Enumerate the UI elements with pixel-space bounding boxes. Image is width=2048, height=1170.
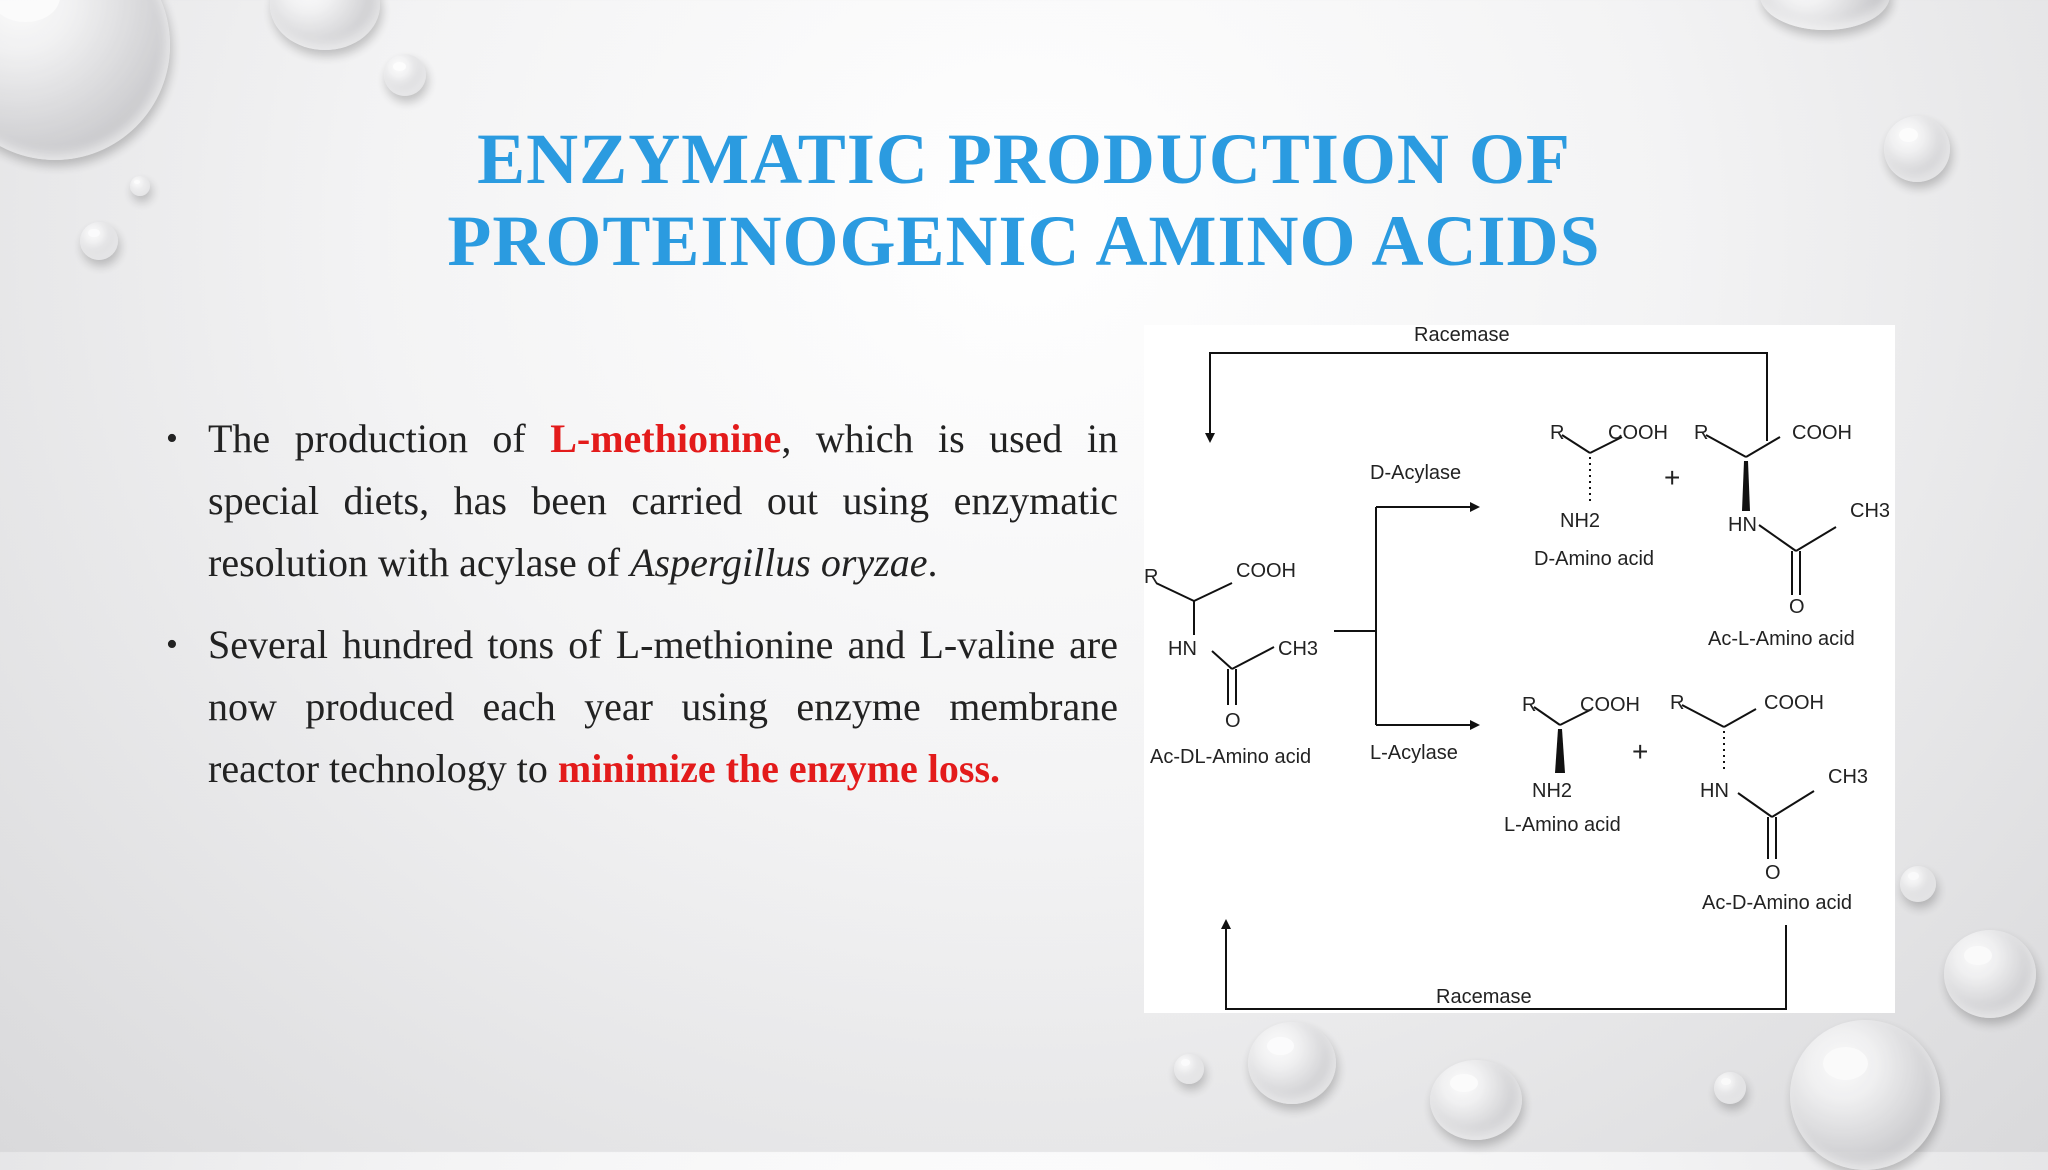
substrate-r: R xyxy=(1144,566,1158,588)
water-drop-decoration xyxy=(1944,930,2036,1018)
ac-d-o: O xyxy=(1765,862,1781,884)
substrate-hn: HN xyxy=(1168,638,1197,660)
highlight-enzyme-loss: minimize the enzyme loss. xyxy=(557,746,1001,791)
water-drop-decoration xyxy=(130,176,150,196)
racemase-bottom-arrow xyxy=(1221,919,1787,1010)
bullet-1-text: The production of xyxy=(208,416,551,461)
reaction-scheme-svg: Racemase Racemase D-Acylase L-Acylase R … xyxy=(1144,325,1890,1010)
ac-d-cooh: COOH xyxy=(1764,692,1824,714)
racemase-top-arrow xyxy=(1205,352,1768,443)
l-aa-cooh: COOH xyxy=(1580,694,1640,716)
title-line-2: PROTEINOGENIC AMINO ACIDS xyxy=(447,201,1601,281)
water-drop-decoration xyxy=(1714,1072,1746,1104)
l-aa-r: R xyxy=(1522,694,1536,716)
racemase-bottom-label: Racemase xyxy=(1436,986,1532,1008)
water-drop-decoration xyxy=(1884,116,1950,182)
ac-l-o: O xyxy=(1789,596,1805,618)
water-drop-decoration xyxy=(1760,0,1890,30)
water-drop-decoration xyxy=(1900,866,1936,902)
bullet-item-2: • Several hundred tons of L-methionine a… xyxy=(160,614,1118,800)
water-drop-decoration xyxy=(1174,1054,1204,1084)
racemase-top-label: Racemase xyxy=(1414,325,1510,346)
bullet-item-1: • The production of L-methionine, which … xyxy=(160,408,1118,594)
ac-d-r: R xyxy=(1670,692,1684,714)
ac-l-r: R xyxy=(1694,422,1708,444)
ac-d-amino-acid-label: Ac-D-Amino acid xyxy=(1702,892,1852,914)
ac-l-hn: HN xyxy=(1728,514,1757,536)
water-drop-decoration xyxy=(270,0,380,50)
bullet-1-end: . xyxy=(927,540,938,585)
d-aa-r: R xyxy=(1550,422,1564,444)
highlight-l-methionine: L-methionine xyxy=(550,416,782,461)
plus-sign-bottom: + xyxy=(1632,736,1648,767)
substrate-o: O xyxy=(1225,710,1241,732)
d-aa-cooh: COOH xyxy=(1608,422,1668,444)
bullet-icon: • xyxy=(166,626,178,663)
l-acylase-label: L-Acylase xyxy=(1370,742,1458,764)
l-amino-acid-label: L-Amino acid xyxy=(1504,814,1621,836)
ac-dl-amino-acid-label: Ac-DL-Amino acid xyxy=(1150,746,1311,768)
substrate-ch3: CH3 xyxy=(1278,638,1318,660)
slide-title: ENZYMATIC PRODUCTION OF PROTEINOGENIC AM… xyxy=(300,118,1748,282)
ac-l-cooh: COOH xyxy=(1792,422,1852,444)
d-aa-nh2: NH2 xyxy=(1560,510,1600,532)
species-name: Aspergillus oryzae xyxy=(630,540,928,585)
ac-d-hn: HN xyxy=(1700,780,1729,802)
bullet-list: • The production of L-methionine, which … xyxy=(160,408,1118,820)
bullet-2-text: Several hundred tons of L-methionine and… xyxy=(208,622,1118,791)
title-line-1: ENZYMATIC PRODUCTION OF xyxy=(477,119,1571,199)
water-drop-decoration xyxy=(1430,1060,1522,1140)
water-drop-decoration xyxy=(80,222,118,260)
water-drop-decoration xyxy=(1248,1022,1336,1104)
d-acylase-label: D-Acylase xyxy=(1370,462,1461,484)
ac-l-ch3: CH3 xyxy=(1850,500,1890,522)
substrate-cooh: COOH xyxy=(1236,560,1296,582)
d-amino-acid-label: D-Amino acid xyxy=(1534,548,1654,570)
bullet-icon: • xyxy=(166,420,178,457)
reaction-scheme-diagram: Racemase Racemase D-Acylase L-Acylase R … xyxy=(1144,325,1895,1013)
water-drop-decoration xyxy=(0,0,170,160)
l-aa-nh2: NH2 xyxy=(1532,780,1572,802)
water-drop-decoration xyxy=(1790,1020,1940,1170)
wedge-bond xyxy=(1555,729,1565,773)
water-drop-decoration xyxy=(384,54,426,96)
ac-d-ch3: CH3 xyxy=(1828,766,1868,788)
plus-sign-top: + xyxy=(1664,462,1680,493)
bullet-1-text-cont: , which is used in special diets, has be… xyxy=(208,416,1119,585)
ac-l-amino-acid-label: Ac-L-Amino acid xyxy=(1708,628,1855,650)
wedge-bond xyxy=(1742,461,1750,511)
